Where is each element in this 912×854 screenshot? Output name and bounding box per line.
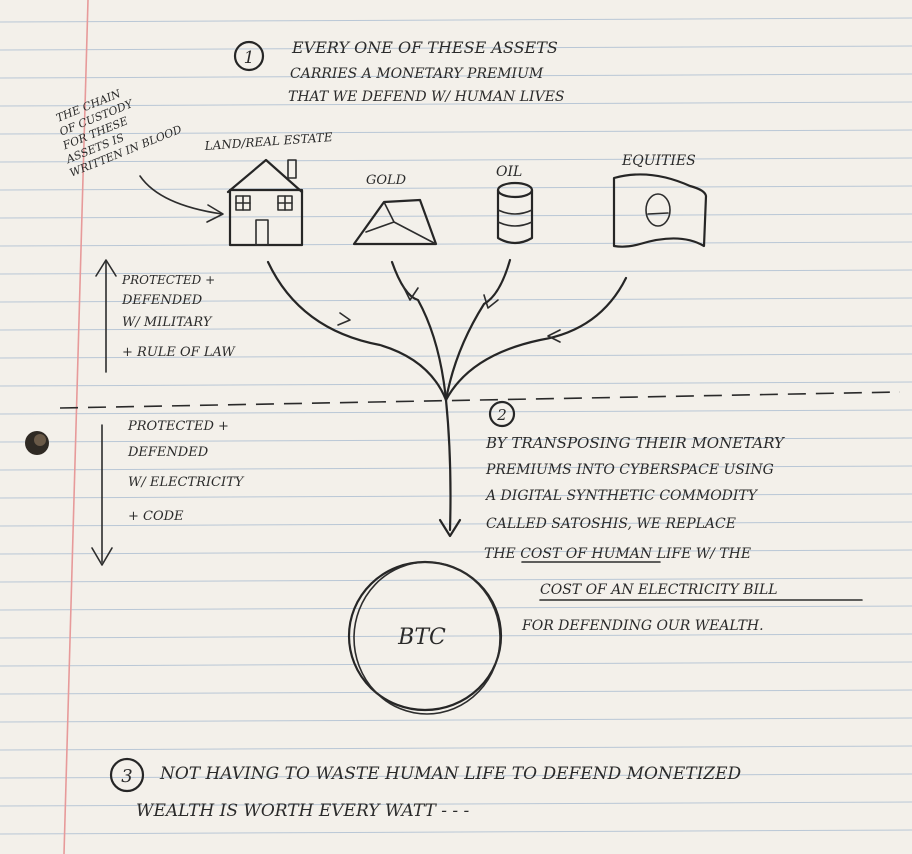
ruled-line (0, 633, 912, 639)
step2-line-6: COST OF AN ELECTRICITY BILL (540, 582, 778, 598)
ruled-line (0, 269, 912, 275)
step3-line-2: WEALTH IS WORTH EVERY WATT - - - (136, 801, 470, 821)
label-gold: GOLD (366, 173, 407, 188)
ruled-line (0, 185, 912, 191)
ruled-line (0, 129, 912, 135)
step2-circle (488, 400, 516, 428)
ruled-line (0, 801, 912, 807)
ruled-line (0, 241, 912, 247)
upward-arrow (95, 259, 117, 373)
ruled-line (0, 549, 912, 555)
ruled-line (0, 689, 912, 695)
btc-node (347, 560, 503, 715)
downward-arrow (91, 424, 113, 566)
ruled-line (0, 745, 912, 751)
ruled-line (0, 465, 912, 471)
step3-number: 3 (121, 766, 132, 787)
upper-protect-line-4: + RULE OF LAW (122, 345, 236, 360)
lower-protect-line-3: W/ ELECTRICITY (128, 475, 245, 490)
step2-number: 2 (496, 406, 507, 424)
dashed-divider (59, 391, 901, 409)
ruled-line (0, 297, 912, 303)
ruled-line (0, 157, 912, 163)
ruled-line (0, 437, 912, 443)
gold-bar-icon (352, 198, 438, 246)
ruled-line (0, 213, 912, 219)
step2-line-2: PREMIUMS INTO CYBERSPACE USING (485, 462, 774, 478)
step3-line-1: NOT HAVING TO WASTE HUMAN LIFE TO DEFEND… (159, 764, 742, 784)
step1-circle (233, 40, 265, 72)
flow-lines (266, 258, 628, 538)
ruled-line (0, 661, 912, 667)
ruled-line (0, 45, 912, 51)
ruled-line (0, 17, 912, 23)
label-equities: EQUITIES (621, 153, 696, 169)
step1-number: 1 (244, 48, 255, 68)
btc-label: BTC (397, 625, 446, 650)
step2-line-7: FOR DEFENDING OUR WEALTH. (521, 618, 764, 634)
lower-protect-line-1: PROTECTED + (127, 419, 229, 434)
lower-protect-line-2: DEFENDED (127, 445, 209, 460)
step1-line-3: THAT WE DEFEND W/ HUMAN LIVES (288, 89, 565, 105)
house-icon (226, 158, 304, 247)
stock-certificate-icon (612, 173, 708, 248)
step1-line-1: EVERY ONE OF THESE ASSETS (291, 38, 558, 57)
label-oil: OIL (496, 164, 522, 180)
ruled-line (0, 325, 912, 331)
ruled-line (0, 605, 912, 611)
upper-protect-line-3: W/ MILITARY (122, 315, 213, 330)
ruled-line (0, 521, 912, 527)
step2-line-4: CALLED SATOSHIS, WE REPLACE (486, 516, 736, 532)
ruled-line (0, 353, 912, 359)
lower-protect-line-4: + CODE (128, 509, 184, 524)
oil-barrel-icon (496, 181, 534, 245)
upper-protect-line-2: DEFENDED (121, 293, 203, 308)
ruled-line (0, 829, 912, 835)
step2-line-1: BY TRANSPOSING THEIR MONETARY (485, 434, 786, 452)
ruled-line (0, 493, 912, 499)
custody-note: THE CHAIN OF CUSTODY FOR THESE ASSETS IS… (54, 87, 184, 180)
step2-line-3: A DIGITAL SYNTHETIC COMMODITY (484, 488, 759, 504)
step2-line-5: THE COST OF HUMAN LIFE W/ THE (484, 546, 751, 562)
ruled-line (0, 773, 912, 779)
upper-protect-line-1: PROTECTED + (121, 273, 215, 287)
ruled-line (0, 717, 912, 723)
step1-line-2: CARRIES A MONETARY PREMIUM (290, 66, 544, 82)
step3-circle (109, 757, 145, 793)
ruled-line (0, 409, 912, 415)
margin-line (63, 0, 89, 854)
ruled-line (0, 73, 912, 79)
ruled-line (0, 577, 912, 583)
ruled-line (0, 101, 912, 107)
custody-arrow (139, 175, 223, 215)
